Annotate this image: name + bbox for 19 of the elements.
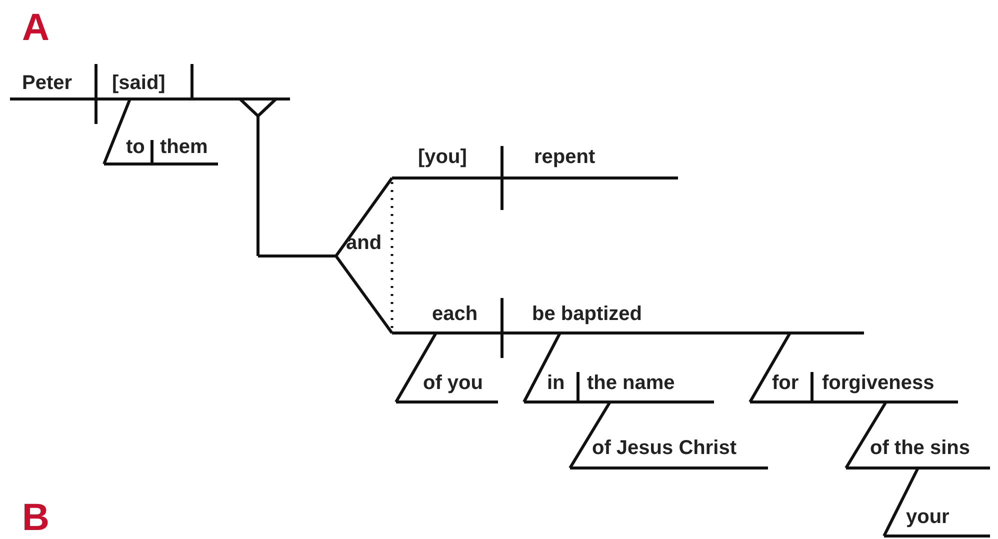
word-label: of the sins <box>870 437 970 459</box>
word-label: forgiveness <box>822 372 934 394</box>
word-label: in <box>547 372 565 394</box>
panel-letter: A <box>22 8 50 48</box>
word-label: the name <box>587 372 675 394</box>
word-label: repent <box>534 146 596 168</box>
word-label: of Jesus Christ <box>592 437 736 459</box>
word-label: be baptized <box>532 303 642 325</box>
word-label: [you] <box>418 146 467 168</box>
word-label: your <box>906 506 950 528</box>
word-label: Peter <box>22 72 72 94</box>
word-label: for <box>772 372 799 394</box>
word-label: to <box>126 136 145 158</box>
word-label: of you <box>423 372 483 394</box>
word-label: them <box>160 136 208 158</box>
word-label: and <box>346 232 382 254</box>
panel-letter: B <box>22 498 50 538</box>
word-label: each <box>432 303 478 325</box>
word-label: [said] <box>112 72 166 94</box>
